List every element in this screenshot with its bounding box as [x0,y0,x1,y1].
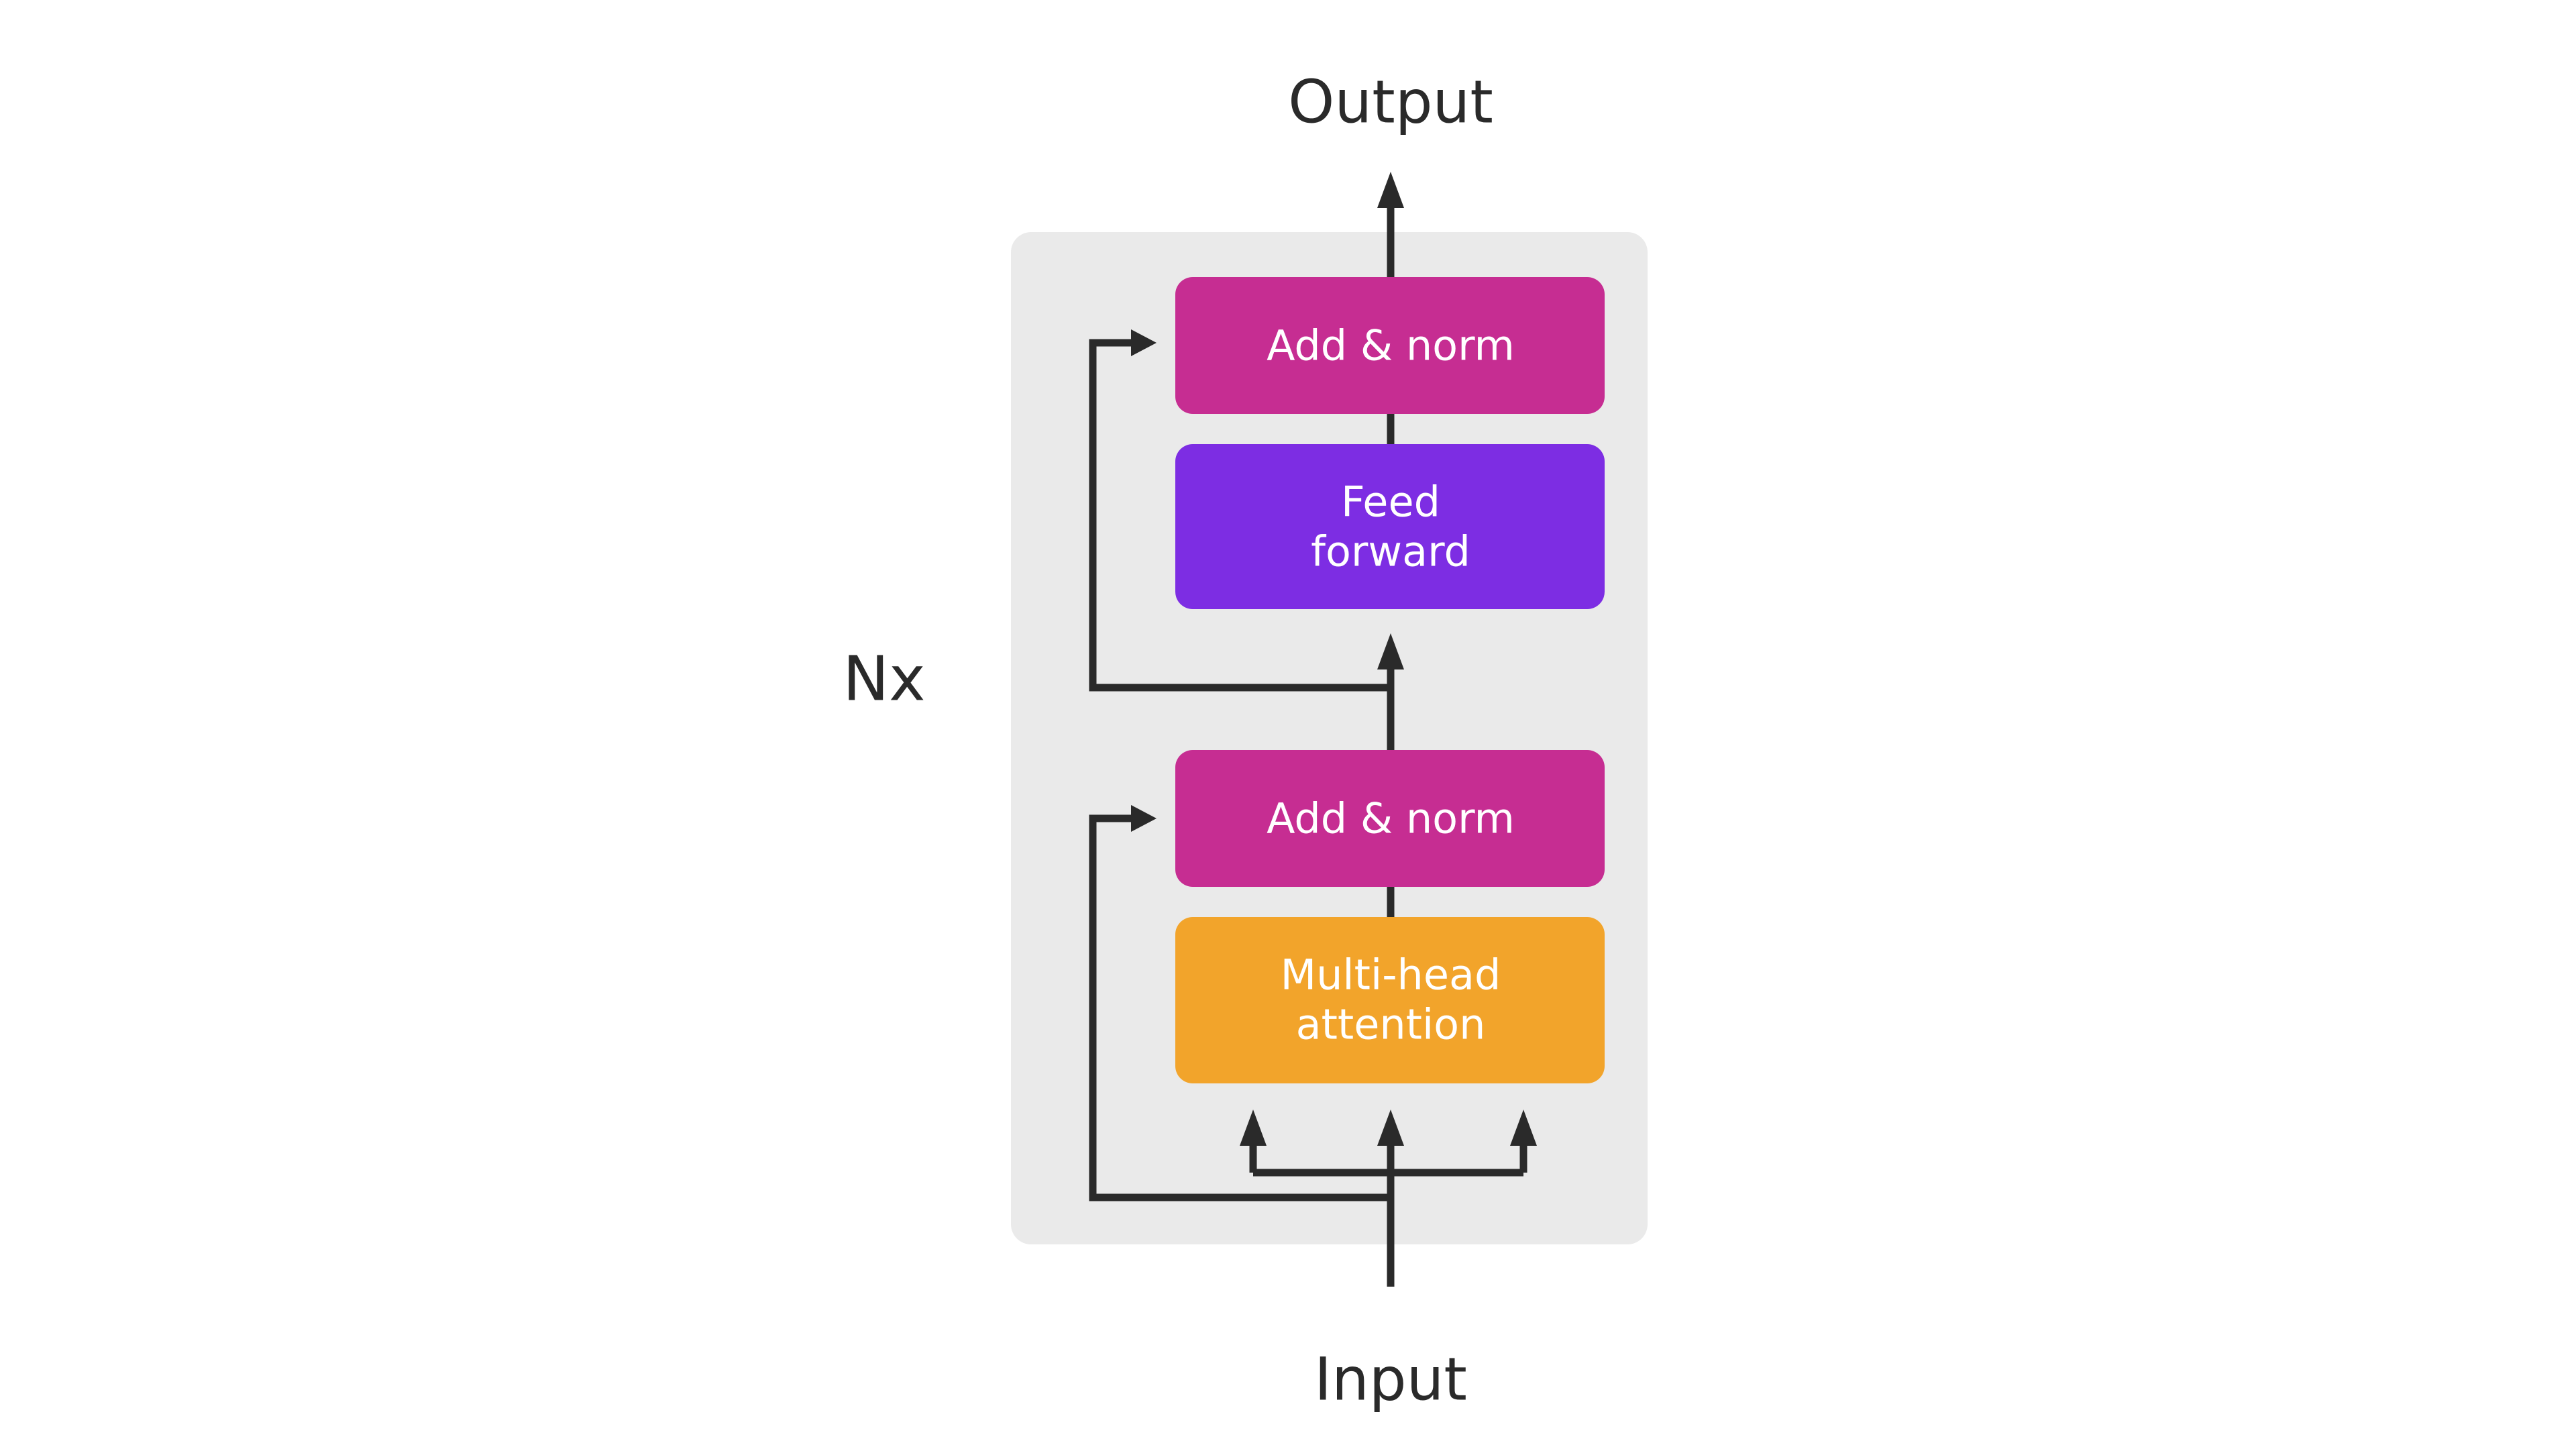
feed-forward-label-line1: Feed [1341,478,1440,527]
add-norm-top-label: Add & norm [1267,321,1515,370]
upper-residual-line [1089,339,1391,692]
add-norm-bottom-label: Add & norm [1267,794,1515,843]
add-norm-bottom-box [1175,750,1605,887]
connector-lines [1089,208,1527,1287]
multi-head-attention-box [1175,917,1605,1083]
multi-head-attention-block: Multi-head attention [1175,917,1605,1083]
add-norm-top-box [1175,277,1605,414]
output-arrowhead-icon [1377,172,1404,208]
add-norm-top-block: Add & norm [1175,277,1605,414]
feed-forward-box [1175,444,1605,609]
lower-residual-arrowhead-icon [1131,805,1157,832]
qkv-left-arrowhead-icon [1240,1110,1267,1146]
arrowheads [1131,172,1537,1146]
feed-forward-label-line2: forward [1311,527,1470,576]
qkv-right-arrowhead-icon [1510,1110,1537,1146]
upper-residual-arrowhead-icon [1131,329,1157,356]
add-norm-bottom-block: Add & norm [1175,750,1605,887]
lower-residual-line [1089,814,1391,1201]
input-label: Input [1314,1345,1467,1414]
feedforward-arrowhead-icon [1377,633,1404,669]
nx-repeat-label: Nx [843,643,925,715]
feed-forward-block: Feed forward [1175,444,1605,609]
multi-head-attention-label-line1: Multi-head [1281,951,1501,1000]
output-label: Output [1288,68,1493,137]
multi-head-attention-label-line2: attention [1296,1000,1486,1049]
qkv-center-arrowhead-icon [1377,1110,1404,1146]
